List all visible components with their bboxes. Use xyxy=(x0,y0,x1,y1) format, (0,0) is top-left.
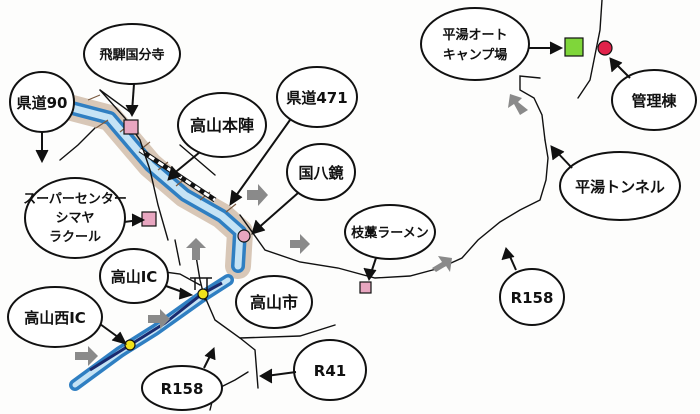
takayama-ic-label: 高山IC xyxy=(111,268,158,286)
callout-r41: R41 xyxy=(259,339,367,401)
arrow-up-icon xyxy=(186,238,206,260)
edakura-ramen-label: 枝藁ラーメン xyxy=(350,225,428,241)
kokuhachi-kagami-marker xyxy=(237,229,251,243)
takayama-honjin-label: 高山本陣 xyxy=(190,116,254,135)
campground-label-line2: キャンプ場 xyxy=(443,47,508,63)
takayama-nishi-ic-interchange xyxy=(124,339,136,351)
callout-edakura-ramen: 枝藁ラーメン xyxy=(344,204,436,282)
callout-takayama-ic: 高山IC xyxy=(99,248,194,304)
hida-kokubunji-label: 飛騨国分寺 xyxy=(98,47,164,63)
supercenter-marker xyxy=(141,211,157,227)
campground-marker xyxy=(564,37,584,57)
takayama-nishi-ic-label: 高山西IC xyxy=(24,309,86,327)
supercenter-label-line1: スーパーセンター xyxy=(23,192,127,207)
takayama-city-label: 高山市 xyxy=(250,293,298,312)
arrow-up-right-icon xyxy=(432,256,452,272)
callout-campground: 平湯オート キャンプ場 xyxy=(420,7,564,81)
arrow-right-icon xyxy=(247,184,268,206)
callout-kokuhachi-kagami: 国八鏡 xyxy=(251,143,356,235)
arrow-up-left-icon xyxy=(508,94,528,115)
hida-kokubunji-marker xyxy=(123,119,139,135)
management-building-marker xyxy=(597,40,613,56)
callout-hida-kokubunji: 飛騨国分寺 xyxy=(83,23,181,118)
callout-r158-right: R158 xyxy=(499,247,565,326)
callout-takayama-nishi-ic: 高山西IC xyxy=(7,286,127,348)
r41-label: R41 xyxy=(314,362,346,380)
r158-right-label: R158 xyxy=(511,289,554,307)
callout-management-building: 管理棟 xyxy=(609,57,697,131)
supercenter-label-line3: ラクール xyxy=(49,230,101,245)
ic-gate-icon xyxy=(190,277,212,290)
roads xyxy=(59,0,603,411)
edakura-ramen-marker xyxy=(359,281,372,294)
kokuhachi-kagami-label: 国八鏡 xyxy=(298,164,343,182)
supercenter-label-line2: シマヤ xyxy=(55,211,94,226)
kendo471-label: 県道471 xyxy=(286,89,347,107)
campground-label-line1: 平湯オート xyxy=(442,27,507,43)
kendo90-label: 県道90 xyxy=(17,94,68,112)
callout-hirayu-tunnel: 平湯トンネル xyxy=(550,145,681,221)
management-building-label: 管理棟 xyxy=(631,92,677,110)
takayama-ic-interchange xyxy=(197,288,209,300)
callout-kendo90: 県道90 xyxy=(9,71,75,164)
callout-kendo471: 県道471 xyxy=(229,66,358,207)
direction-arrows xyxy=(75,94,528,366)
arrow-right-icon xyxy=(148,309,170,329)
callout-supercenter: スーパーセンター シマヤ ラクール xyxy=(23,177,146,259)
r158-bottom-label: R158 xyxy=(161,380,204,398)
arrow-right-icon xyxy=(290,234,310,254)
arrow-right-icon xyxy=(75,346,98,366)
callout-r158-bottom: R158 xyxy=(141,346,223,411)
callout-takayama-city: 高山市 xyxy=(235,275,313,329)
hirayu-tunnel-label: 平湯トンネル xyxy=(575,178,665,196)
callout-takayama-honjin: 高山本陣 xyxy=(167,92,267,181)
